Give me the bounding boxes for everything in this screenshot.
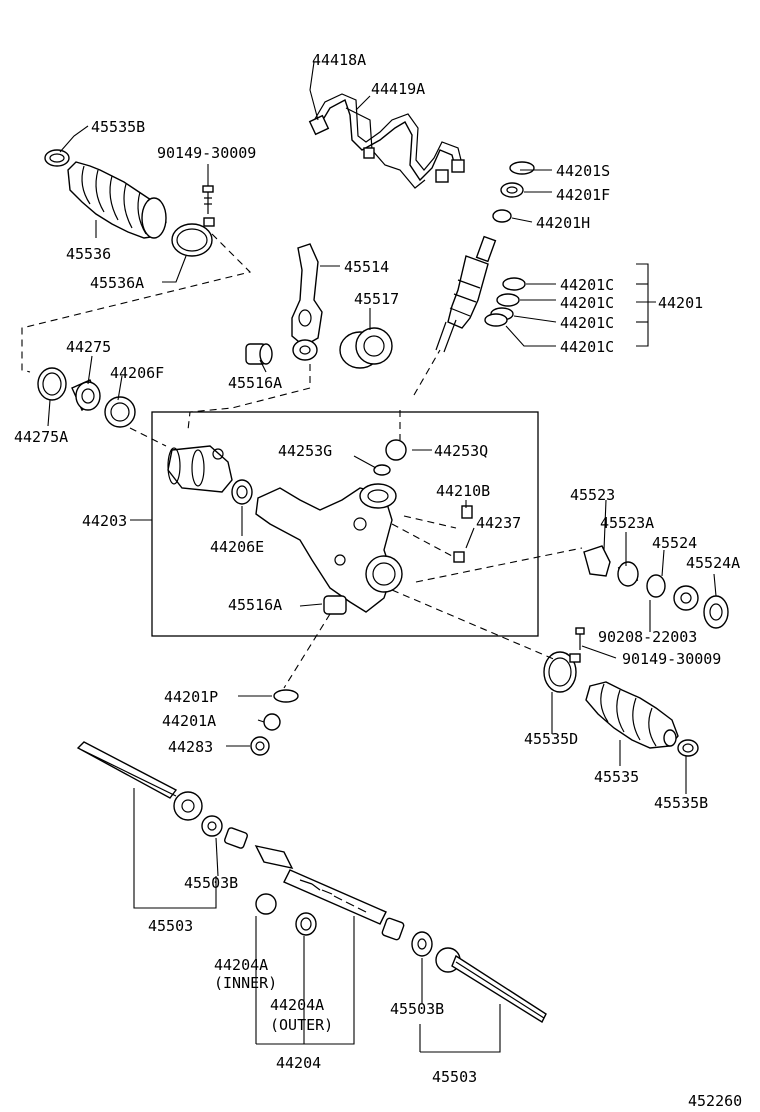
plug-45524 (646, 574, 699, 611)
bushings-44204A (255, 893, 317, 936)
label-45535B-top: 45535B (91, 118, 145, 136)
tie-rod-45503-left (76, 741, 203, 821)
label-44201C-4: 44201C (560, 338, 614, 356)
part-labels: 44418A 44419A 45535B 90149-30009 44201S … (14, 51, 742, 1110)
label-44201C-3: 44201C (560, 314, 614, 332)
label-44203: 44203 (82, 512, 127, 530)
label-44253Q: 44253Q (434, 442, 488, 460)
bolt-90149-30009-right (575, 627, 585, 650)
label-45503B-right: 45503B (390, 1000, 444, 1018)
label-44201P: 44201P (164, 688, 218, 706)
control-valve-44201 (435, 235, 497, 353)
label-45536: 45536 (66, 245, 111, 263)
bolt-90149-30009-top (202, 185, 214, 214)
seal-rings-44201 (484, 161, 535, 327)
label-45536A: 45536A (90, 274, 144, 292)
label-45523: 45523 (570, 486, 615, 504)
tie-rod-45503-right (435, 947, 547, 1024)
label-45503B-left: 45503B (184, 874, 238, 892)
steering-rack-44204 (224, 827, 405, 941)
rack-guide-45523 (583, 545, 611, 577)
label-45524A: 45524A (686, 554, 740, 572)
rack-boot-45536 (67, 161, 167, 239)
leader-lines (47, 61, 717, 1053)
label-44237: 44237 (476, 514, 521, 532)
boot-clamp-45535D (543, 651, 581, 693)
label-90149-30009-right: 90149-30009 (622, 650, 721, 668)
label-45517: 45517 (354, 290, 399, 308)
label-44419A: 44419A (371, 80, 425, 98)
label-45523A: 45523A (600, 514, 654, 532)
label-44253G: 44253G (278, 442, 332, 460)
screws-44210B-44237 (453, 505, 473, 563)
label-44204A-outer: 44204A (270, 996, 324, 1014)
label-44206E: 44206E (210, 538, 264, 556)
label-44201F: 44201F (556, 186, 610, 204)
label-45535: 45535 (594, 768, 639, 786)
label-44204A-outer-note: (OUTER) (270, 1016, 333, 1034)
label-44201H: 44201H (536, 214, 590, 232)
bracket-45514 (291, 243, 323, 361)
figure-id: 452260 (688, 1092, 742, 1110)
lock-nut-45503B-left (201, 815, 223, 837)
label-44275: 44275 (66, 338, 111, 356)
gear-housing-44203 (167, 439, 407, 615)
hydraulic-tube-assembly (308, 93, 465, 189)
boot-clamp-45536A (171, 217, 215, 257)
phantom-lines (21, 233, 583, 689)
label-45516A-top: 45516A (228, 374, 282, 392)
label-45524: 45524 (652, 534, 697, 552)
label-44201A: 44201A (162, 712, 216, 730)
gear-housing-group-box (151, 411, 539, 637)
label-44201: 44201 (658, 294, 703, 312)
label-90208-22003: 90208-22003 (598, 628, 697, 646)
label-90149-30009-top: 90149-30009 (157, 144, 256, 162)
bushing-44275 (71, 379, 101, 412)
label-44275A: 44275A (14, 428, 68, 446)
rack-boot-45535 (585, 681, 679, 749)
bushing-45516A-top (245, 343, 273, 365)
seals-44201P-44201A-44283 (250, 689, 299, 756)
bushing-45517 (339, 327, 393, 369)
label-45503-right: 45503 (432, 1068, 477, 1086)
label-45535D: 45535D (524, 730, 578, 748)
label-45516A-box: 45516A (228, 596, 282, 614)
label-44201C-2: 44201C (560, 294, 614, 312)
label-44206F: 44206F (110, 364, 164, 382)
label-44210B: 44210B (436, 482, 490, 500)
lock-nut-45524A (703, 595, 729, 629)
label-44201C-1: 44201C (560, 276, 614, 294)
label-44204A-inner: 44204A (214, 956, 268, 974)
oil-seal-44206F (104, 396, 136, 428)
label-44201S: 44201S (556, 162, 610, 180)
label-44204A-inner-note: (INNER) (214, 974, 277, 992)
label-44283: 44283 (168, 738, 213, 756)
label-45503-left: 45503 (148, 917, 193, 935)
boot-clamp-45535B-right (677, 739, 699, 757)
label-44418A: 44418A (312, 51, 366, 69)
label-45535B-right: 45535B (654, 794, 708, 812)
label-45514: 45514 (344, 258, 389, 276)
boot-clamp-45535B-top (44, 149, 70, 167)
lock-nut-45503B-right (411, 931, 433, 957)
spring-45523A (617, 561, 639, 587)
label-44204: 44204 (276, 1054, 321, 1072)
snap-ring-44275A (37, 367, 67, 401)
